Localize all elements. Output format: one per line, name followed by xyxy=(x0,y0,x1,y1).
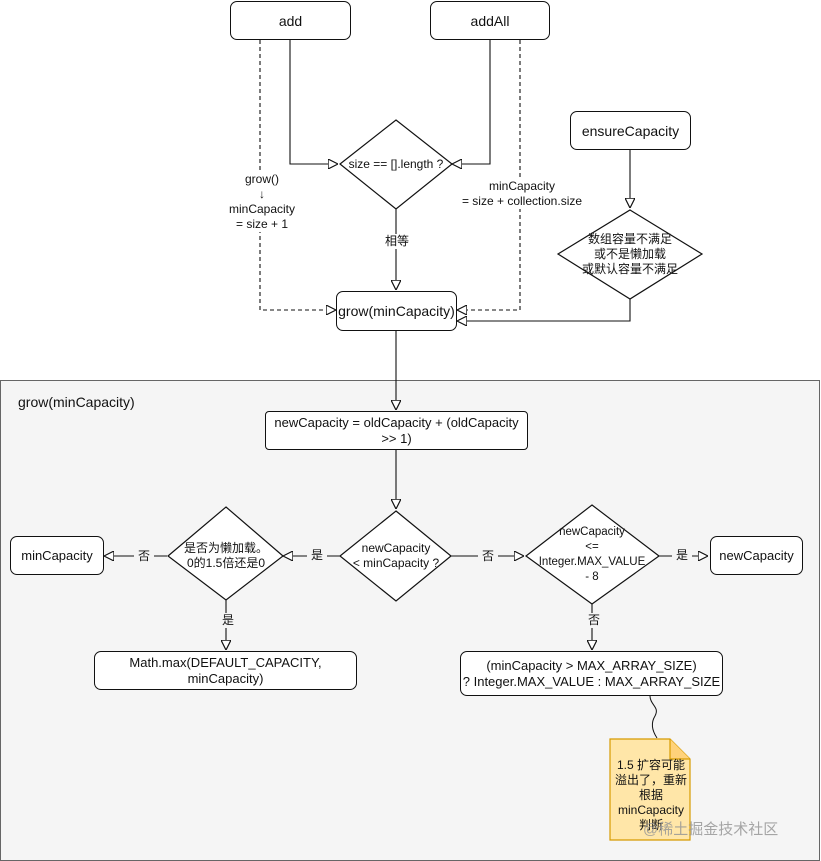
edge-add-to-check xyxy=(289,40,338,164)
yes-down-edge-label: 是 xyxy=(218,613,238,628)
compare-min-label: newCapacity < minCapacity ? xyxy=(352,541,440,570)
yes-right-edge-label: 是 xyxy=(672,548,692,563)
equal-edge-label: 相等 xyxy=(381,234,413,249)
edge-add-dashed-to-grow xyxy=(259,40,336,310)
lazy-check-diamond xyxy=(167,506,284,601)
addall-node: addAll xyxy=(430,1,550,40)
ensure-capacity-node: ensureCapacity xyxy=(570,111,691,150)
add-grow-edge-label: grow() ↓ minCapacity = size + 1 xyxy=(222,172,302,232)
compare-max-label: newCapacity <= Integer.MAX_VALUE - 8 xyxy=(538,526,646,583)
size-check-diamond xyxy=(339,119,453,210)
new-capacity-result-node: newCapacity xyxy=(710,536,803,575)
overflow-note-text: 1.5 扩容可能 溢出了，重新 根据 minCapacity 判断 xyxy=(614,758,687,832)
watermark: @稀土掘金技术社区 xyxy=(643,821,779,838)
no-down-edge-label: 否 xyxy=(584,613,604,628)
group-title: grow(minCapacity) xyxy=(18,394,135,410)
compare-max-diamond xyxy=(524,504,661,605)
max-array-size-node: (minCapacity > MAX_ARRAY_SIZE) ? Integer… xyxy=(460,651,723,696)
ensure-check-diamond xyxy=(556,209,704,300)
grow-call-node: grow(minCapacity) xyxy=(336,291,457,331)
math-max-node: Math.max(DEFAULT_CAPACITY, minCapacity) xyxy=(94,651,357,690)
addall-grow-edge-label: minCapacity = size + collection.size xyxy=(455,179,589,209)
overflow-note-shape xyxy=(609,738,691,841)
min-capacity-result-node: minCapacity xyxy=(10,536,104,575)
edge-ensurecheck-to-grow xyxy=(457,299,631,321)
edge-note-connector xyxy=(649,695,658,739)
compare-min-diamond xyxy=(339,510,452,602)
size-check-label: size == [].length ? xyxy=(348,156,444,171)
ensure-check-label: 数组容量不满足 或不是懒加载 或默认容量不满足 xyxy=(581,231,678,276)
no-left-edge-label: 否 xyxy=(134,549,154,564)
edge-addall-to-check xyxy=(452,40,491,164)
lazy-check-label: 是否为懒加载。 0的1.5倍还是0 xyxy=(183,541,268,570)
new-capacity-calc-node: newCapacity = oldCapacity + (oldCapacity… xyxy=(265,411,528,450)
yes-left-edge-label: 是 xyxy=(307,548,327,563)
add-node: add xyxy=(230,1,351,40)
edge-addall-dashed-to-grow xyxy=(457,40,521,310)
no-right-edge-label: 否 xyxy=(478,549,498,564)
